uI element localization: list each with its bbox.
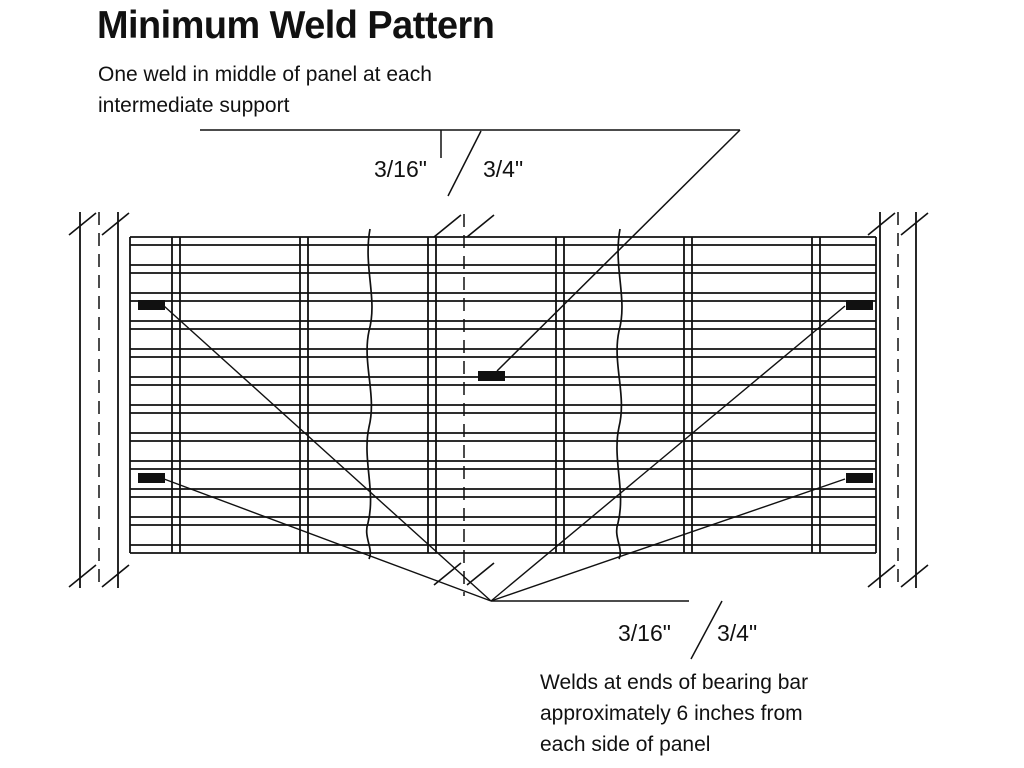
- weld-mark: [846, 300, 873, 310]
- weld-symbol-slash: [690, 600, 723, 660]
- panel-break-wavy-line: [615, 228, 623, 560]
- note-intermediate-support: One weld in middle of panel at each inte…: [98, 59, 432, 121]
- break-mark: [466, 562, 495, 586]
- leader-line: [496, 129, 741, 372]
- break-marks: [68, 212, 929, 588]
- weld-symbol-slash: [447, 130, 482, 197]
- weld-mark: [846, 473, 873, 483]
- note-line: One weld in middle of panel at each: [98, 63, 432, 86]
- leader-line: [163, 478, 492, 602]
- break-mark: [101, 212, 130, 236]
- leader-line: [490, 478, 846, 602]
- break-mark: [867, 212, 896, 236]
- figure-title: Minimum Weld Pattern: [97, 4, 495, 47]
- leader-line: [490, 305, 846, 602]
- note-line: each side of panel: [540, 733, 711, 756]
- callout-lines: [163, 129, 846, 660]
- break-mark: [68, 564, 97, 588]
- note-line: intermediate support: [98, 94, 290, 117]
- break-mark: [900, 212, 929, 236]
- break-mark: [101, 564, 130, 588]
- bottom-callout-weld-size: 3/16": [618, 620, 671, 646]
- panel-break-wavy-line: [365, 228, 373, 560]
- grating-panel: [129, 228, 877, 560]
- support-beams: [79, 212, 917, 596]
- break-mark: [900, 564, 929, 588]
- weld-marks: [138, 300, 873, 483]
- weld-mark: [138, 473, 165, 483]
- break-mark: [466, 214, 495, 238]
- weld-mark: [478, 371, 505, 381]
- note-line: approximately 6 inches from: [540, 702, 803, 725]
- weld-mark: [138, 300, 165, 310]
- note-line: Welds at ends of bearing bar: [540, 671, 809, 694]
- note-panel-end-welds: Welds at ends of bearing bar approximate…: [540, 667, 808, 760]
- break-mark: [433, 214, 462, 238]
- break-mark: [867, 564, 896, 588]
- leader-line: [163, 305, 492, 602]
- top-callout-weld-length: 3/4": [483, 156, 524, 182]
- top-callout-weld-size: 3/16": [374, 156, 427, 182]
- break-mark: [68, 212, 97, 236]
- bottom-callout-weld-length: 3/4": [717, 620, 758, 646]
